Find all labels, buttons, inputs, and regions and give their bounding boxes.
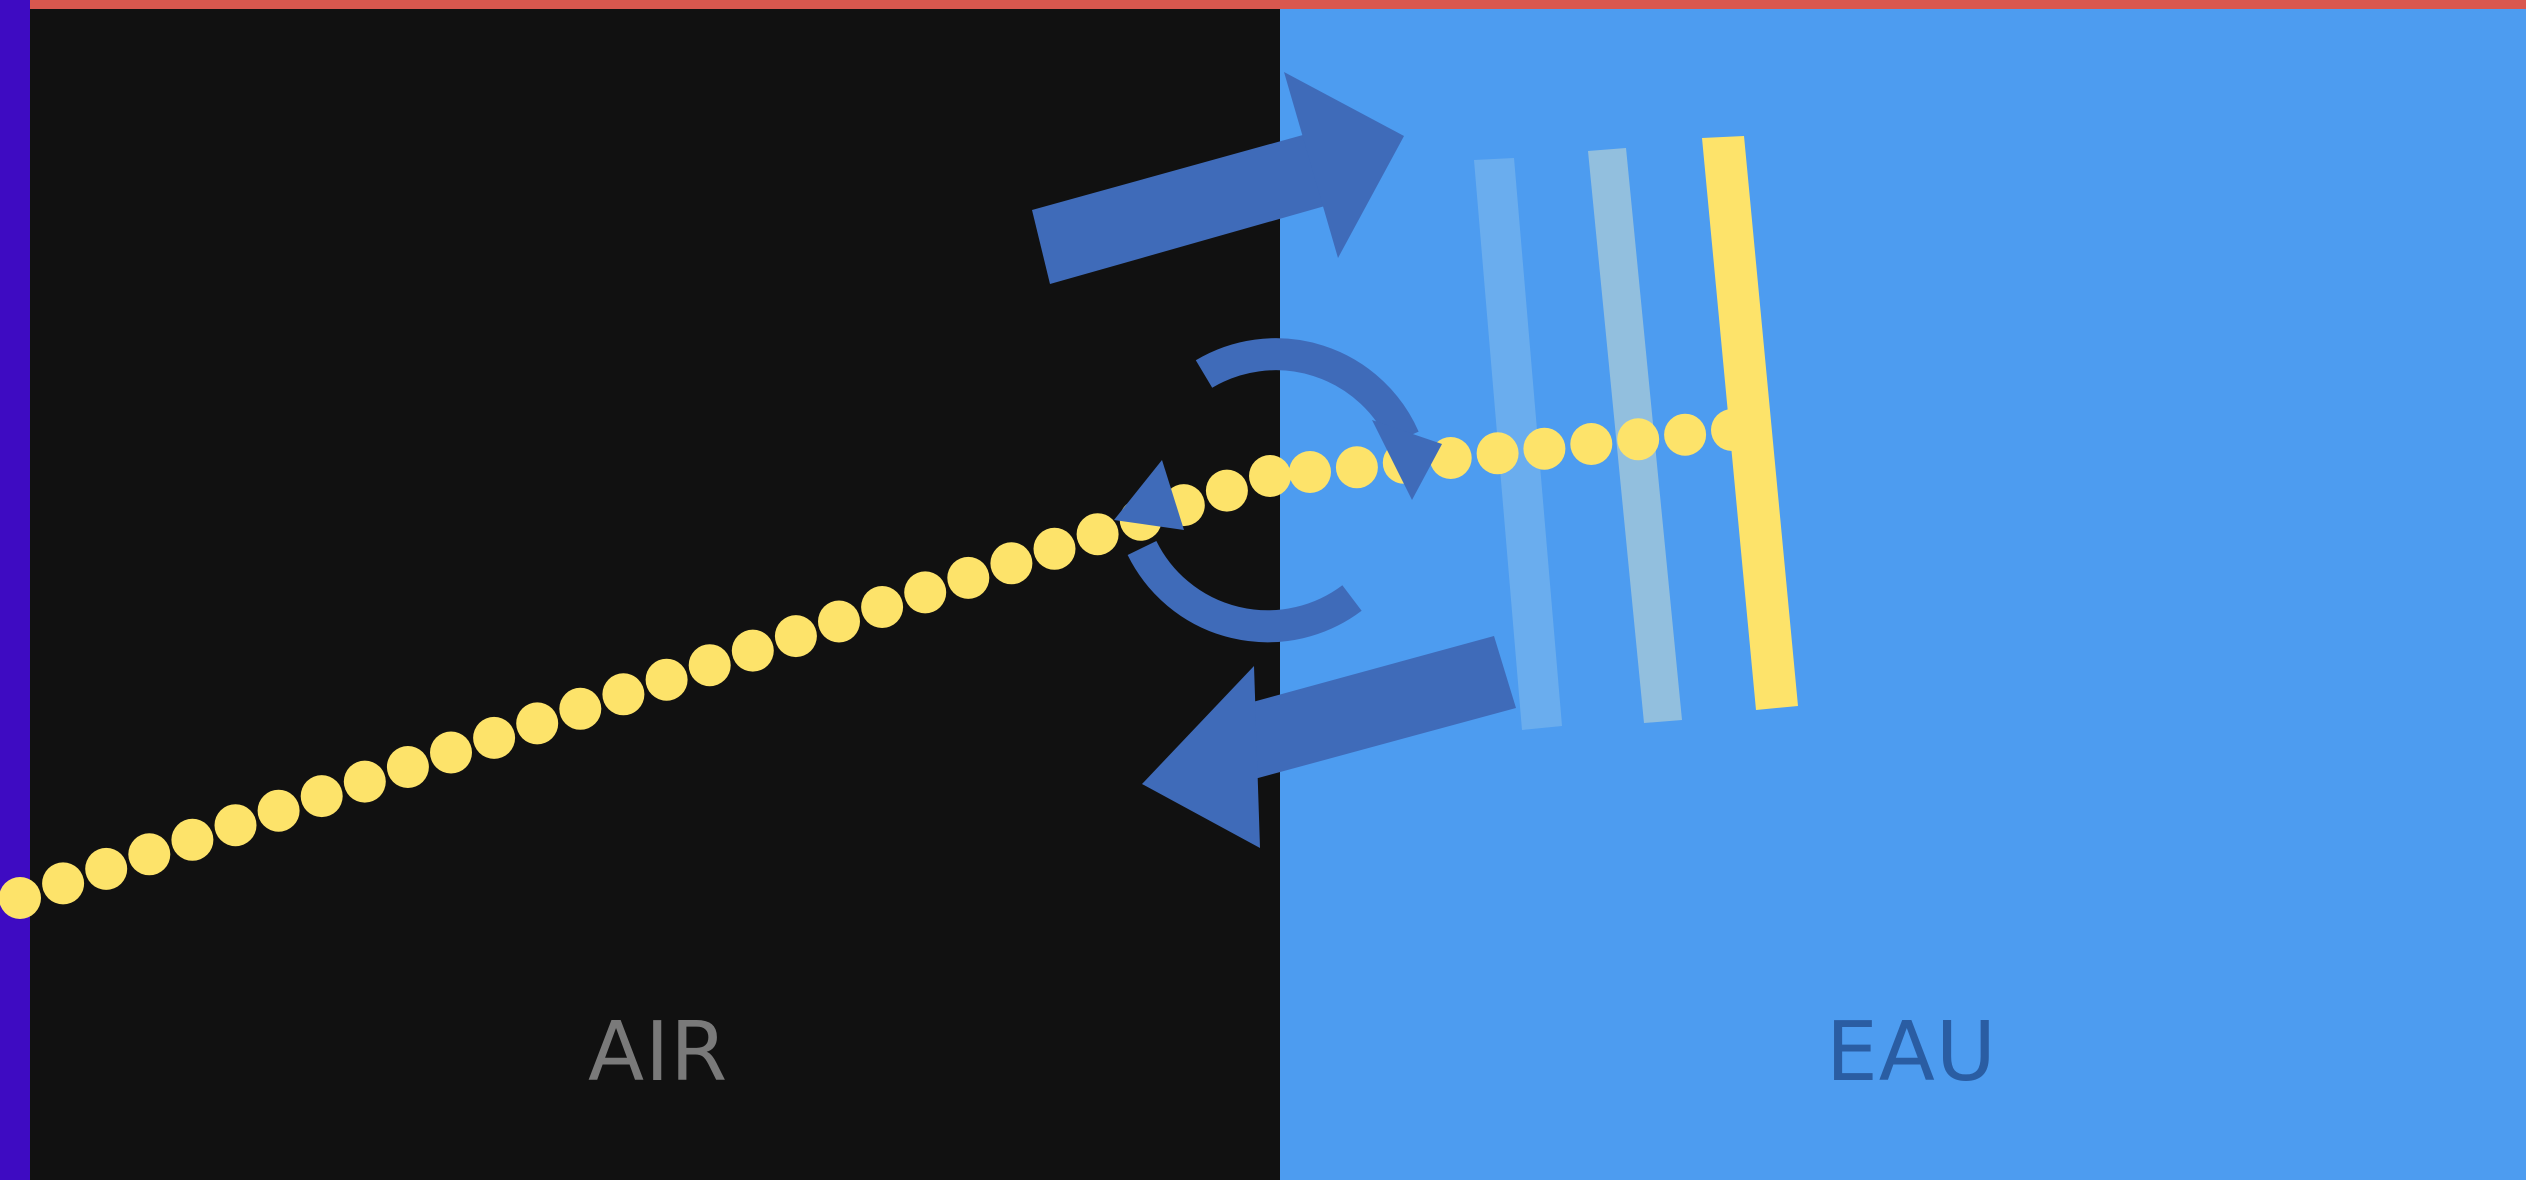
- ray-dot: [1034, 528, 1076, 570]
- ray-dot: [1523, 428, 1565, 470]
- ray-dot: [1249, 455, 1291, 497]
- ray-dot: [947, 557, 989, 599]
- ray-dot: [301, 775, 343, 817]
- ray-dot: [258, 790, 300, 832]
- reflection-arrow-icon: [1032, 72, 1404, 284]
- ray-dot: [516, 702, 558, 744]
- ray-dot: [1289, 451, 1331, 493]
- ray-dot: [904, 571, 946, 613]
- ray-dot: [818, 601, 860, 643]
- ray-dot: [861, 586, 903, 628]
- ray-dot: [1206, 470, 1248, 512]
- ray-dot: [1617, 418, 1659, 460]
- ray-dot: [732, 630, 774, 672]
- water-label: EAU: [1826, 1012, 1997, 1094]
- ray-dot: [42, 862, 84, 904]
- ray-dot: [1477, 432, 1519, 474]
- ray-dot: [344, 761, 386, 803]
- ray-dot: [775, 615, 817, 657]
- ray-dot: [559, 688, 601, 730]
- ray-dot: [0, 877, 41, 919]
- ray-dot: [1570, 423, 1612, 465]
- ray-dot: [85, 848, 127, 890]
- ray-dot: [430, 732, 472, 774]
- ray-dot: [1336, 446, 1378, 488]
- ray-dot: [128, 833, 170, 875]
- ray-dot: [602, 673, 644, 715]
- ray-dot: [473, 717, 515, 759]
- ray-dot: [990, 542, 1032, 584]
- ray-dot: [689, 644, 731, 686]
- return-arrow-icon: [1142, 636, 1516, 848]
- ray-dot: [646, 659, 688, 701]
- air-label: AIR: [588, 1012, 728, 1094]
- ray-dot: [215, 804, 257, 846]
- ray-dot: [1664, 414, 1706, 456]
- ray-dot: [1077, 513, 1119, 555]
- ray-dot: [387, 746, 429, 788]
- ray-dot: [171, 819, 213, 861]
